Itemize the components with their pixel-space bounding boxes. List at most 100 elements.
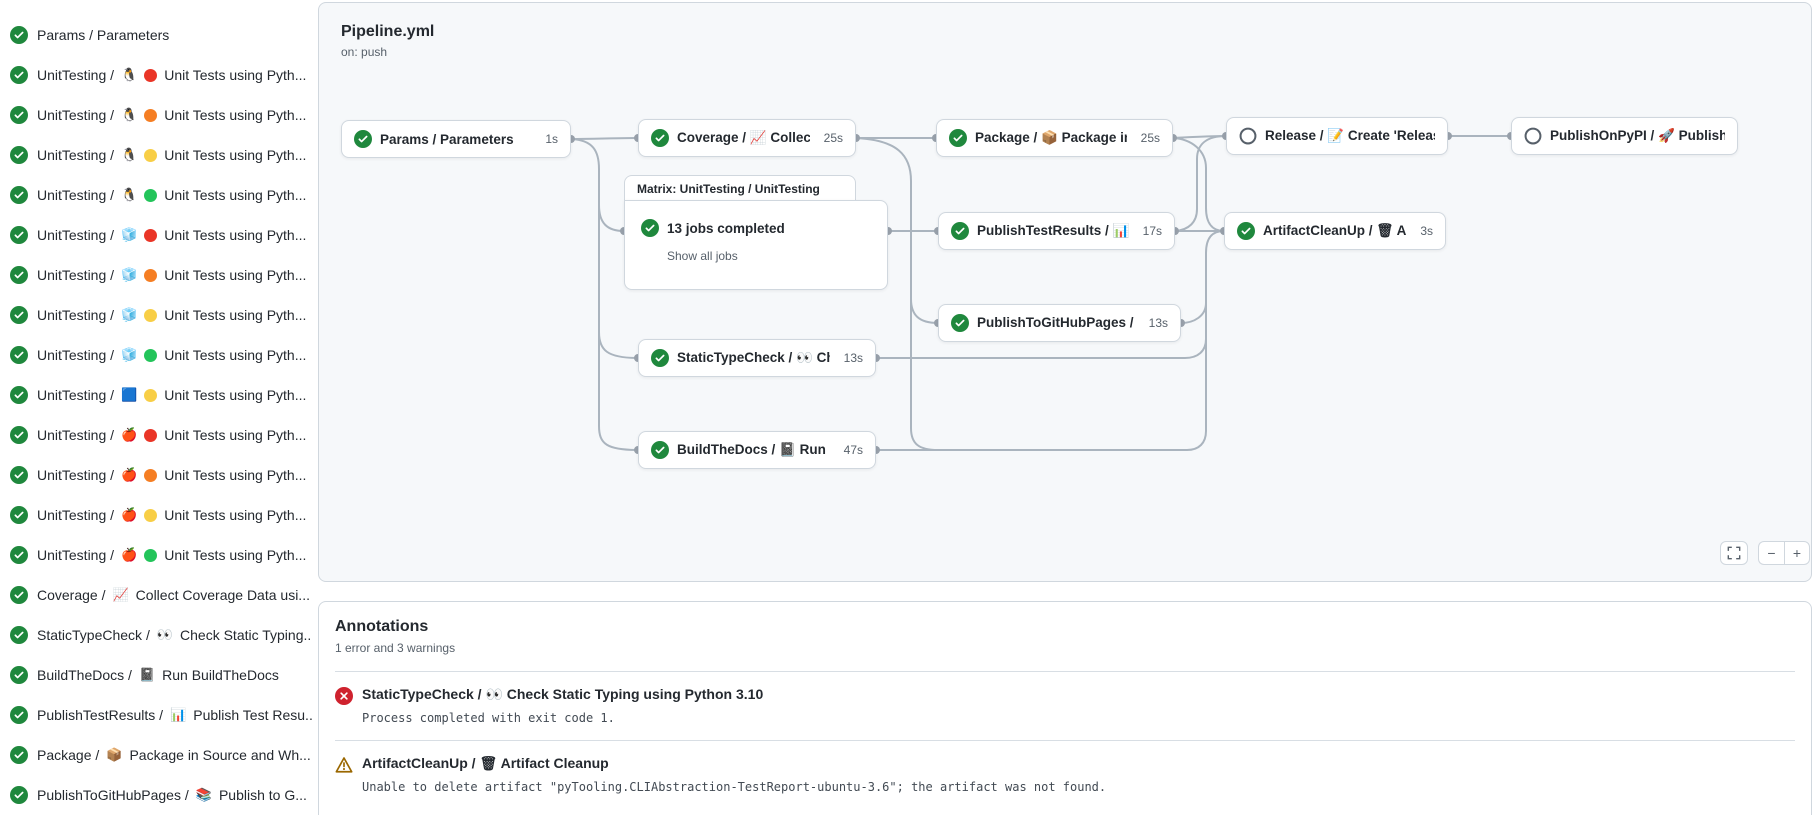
job-list-item[interactable]: UnitTesting /🐧Unit Tests using Pyth... bbox=[0, 135, 318, 175]
job-os-icon: 📚 bbox=[195, 787, 212, 802]
graph-node-artifact-cleanup[interactable]: ArtifactCleanUp / 🗑 Artifac...3s bbox=[1224, 212, 1446, 250]
job-list-item-label: Package /📦Package in Source and Wh... bbox=[37, 747, 311, 763]
python-version-dot-icon bbox=[144, 228, 158, 242]
node-label: PublishTestResults / 📊 Pu... bbox=[977, 223, 1129, 238]
node-label: Release / 📝 Create 'Release P... bbox=[1265, 128, 1435, 143]
graph-node-coverage[interactable]: Coverage / 📈 Collect Cove... 25s bbox=[638, 119, 856, 157]
python-version-dot-icon bbox=[144, 348, 158, 362]
job-list-item-label: Coverage /📈Collect Coverage Data usi... bbox=[37, 587, 310, 603]
check-circle-icon bbox=[10, 106, 28, 124]
annotation-job-link[interactable]: ArtifactCleanUp / 🗑 Artifact Cleanup bbox=[362, 755, 609, 771]
graph-node-release[interactable]: Release / 📝 Create 'Release P... bbox=[1226, 117, 1448, 155]
job-list-item[interactable]: PublishTestResults /📊Publish Test Resu..… bbox=[0, 695, 318, 735]
node-duration: 13s bbox=[1148, 316, 1168, 330]
annotation-row-error: StaticTypeCheck / 👀 Check Static Typing … bbox=[335, 671, 1795, 740]
graph-node-publish-test-results[interactable]: PublishTestResults / 📊 Pu...17s bbox=[938, 212, 1175, 250]
job-list-item[interactable]: UnitTesting /🍎Unit Tests using Pyth... bbox=[0, 495, 318, 535]
job-os-icon: 🍎 bbox=[121, 427, 138, 442]
warning-icon bbox=[335, 757, 353, 773]
annotation-message: Unable to delete artifact "pyTooling.CLI… bbox=[362, 780, 1107, 794]
job-os-icon: 🍎 bbox=[121, 547, 138, 562]
job-list-item[interactable]: Coverage /📈Collect Coverage Data usi... bbox=[0, 575, 318, 615]
python-version-dot-icon bbox=[144, 548, 158, 562]
node-label: BuildTheDocs / 📓 Run Buil... bbox=[677, 442, 830, 457]
job-list-item[interactable]: Params / Parameters bbox=[0, 15, 318, 55]
matrix-summary-text: 13 jobs completed bbox=[667, 220, 785, 236]
show-all-jobs-link[interactable]: Show all jobs bbox=[667, 249, 738, 263]
job-list-item-label: UnitTesting /🐧Unit Tests using Pyth... bbox=[37, 187, 307, 203]
workflow-file-title: Pipeline.yml bbox=[341, 23, 435, 40]
node-label: StaticTypeCheck / 👀 Chec... bbox=[677, 350, 830, 365]
job-list-item-label: StaticTypeCheck /👀Check Static Typing... bbox=[37, 627, 312, 643]
graph-node-build-the-docs[interactable]: BuildTheDocs / 📓 Run Buil...47s bbox=[638, 431, 876, 469]
job-list-item-label: UnitTesting /🍎Unit Tests using Pyth... bbox=[37, 547, 307, 563]
job-os-icon: 🍎 bbox=[121, 467, 138, 482]
job-list-item[interactable]: UnitTesting /🧊Unit Tests using Pyth... bbox=[0, 295, 318, 335]
check-circle-icon bbox=[10, 386, 28, 404]
check-circle-icon bbox=[10, 466, 28, 484]
job-list-item[interactable]: UnitTesting /🧊Unit Tests using Pyth... bbox=[0, 255, 318, 295]
graph-node-publish-on-pypi[interactable]: PublishOnPyPI / 🚀 Publish to ... bbox=[1511, 117, 1738, 155]
node-duration: 13s bbox=[843, 351, 863, 365]
check-circle-icon bbox=[10, 306, 28, 324]
graph-edges bbox=[567, 132, 1515, 454]
python-version-dot-icon bbox=[144, 508, 158, 522]
job-os-icon: 🐧 bbox=[121, 187, 138, 202]
python-version-dot-icon bbox=[144, 108, 158, 122]
job-list-item-label: UnitTesting /🧊Unit Tests using Pyth... bbox=[37, 307, 307, 323]
job-list-item[interactable]: StaticTypeCheck /👀Check Static Typing... bbox=[0, 615, 318, 655]
python-version-dot-icon bbox=[144, 148, 158, 162]
job-list-item[interactable]: Package /📦Package in Source and Wh... bbox=[0, 735, 318, 775]
job-list-item[interactable]: UnitTesting /🧊Unit Tests using Pyth... bbox=[0, 215, 318, 255]
job-list-item[interactable]: UnitTesting /🐧Unit Tests using Pyth... bbox=[0, 175, 318, 215]
check-circle-icon bbox=[10, 266, 28, 284]
node-label: PublishToGitHubPages / 📚 ... bbox=[977, 315, 1135, 330]
check-circle-icon bbox=[651, 441, 669, 459]
graph-node-static-type-check[interactable]: StaticTypeCheck / 👀 Chec... 13s bbox=[638, 339, 876, 377]
zoom-in-button[interactable]: + bbox=[1784, 541, 1810, 565]
graph-node-package[interactable]: Package / 📦 Package in So...25s bbox=[936, 119, 1173, 157]
job-os-icon: 📊 bbox=[170, 707, 187, 722]
node-label: Params / Parameters bbox=[380, 131, 514, 147]
node-label: PublishOnPyPI / 🚀 Publish to ... bbox=[1550, 128, 1725, 143]
job-list-item-label: UnitTesting /🍎Unit Tests using Pyth... bbox=[37, 467, 307, 483]
job-list-item[interactable]: UnitTesting /🍎Unit Tests using Pyth... bbox=[0, 455, 318, 495]
check-circle-icon bbox=[10, 506, 28, 524]
check-circle-icon bbox=[10, 346, 28, 364]
job-os-icon: 🧊 bbox=[121, 307, 138, 322]
job-list-item-label: UnitTesting /🐧Unit Tests using Pyth... bbox=[37, 67, 307, 83]
node-duration: 25s bbox=[823, 131, 843, 145]
job-list-item[interactable]: UnitTesting /🍎Unit Tests using Pyth... bbox=[0, 415, 318, 455]
node-label: Package / 📦 Package in So... bbox=[975, 130, 1127, 145]
job-list-item-label: UnitTesting /🧊Unit Tests using Pyth... bbox=[37, 267, 307, 283]
job-list-item[interactable]: PublishToGitHubPages /📚Publish to G... bbox=[0, 775, 318, 815]
job-list-item[interactable]: UnitTesting /🍎Unit Tests using Pyth... bbox=[0, 535, 318, 575]
check-circle-icon bbox=[949, 129, 967, 147]
check-circle-icon bbox=[10, 426, 28, 444]
python-version-dot-icon bbox=[144, 268, 158, 282]
check-circle-icon bbox=[10, 546, 28, 564]
annotation-job-link[interactable]: StaticTypeCheck / 👀 Check Static Typing … bbox=[362, 686, 764, 702]
check-circle-icon bbox=[10, 786, 28, 804]
zoom-out-button[interactable]: − bbox=[1758, 541, 1784, 565]
job-os-icon: 📓 bbox=[138, 667, 156, 682]
job-list-item[interactable]: UnitTesting /🧊Unit Tests using Pyth... bbox=[0, 335, 318, 375]
graph-node-publish-to-github-pages[interactable]: PublishToGitHubPages / 📚 ... 13s bbox=[938, 304, 1181, 342]
job-os-icon: 🍎 bbox=[121, 507, 138, 522]
graph-view-controls: − + bbox=[1720, 541, 1810, 565]
job-list-item[interactable]: UnitTesting /🐧Unit Tests using Pyth... bbox=[0, 95, 318, 135]
error-icon bbox=[335, 687, 353, 705]
node-label: Coverage / 📈 Collect Cove... bbox=[677, 130, 810, 145]
job-list-item[interactable]: UnitTesting /🐧Unit Tests using Pyth... bbox=[0, 55, 318, 95]
matrix-group-card[interactable]: 13 jobs completed Show all jobs bbox=[624, 200, 888, 290]
job-os-icon: 🧊 bbox=[121, 267, 138, 282]
annotations-title: Annotations bbox=[335, 618, 429, 635]
check-circle-icon bbox=[10, 66, 28, 84]
job-list-item[interactable]: BuildTheDocs /📓Run BuildTheDocs bbox=[0, 655, 318, 695]
job-list-item[interactable]: UnitTesting /🟦Unit Tests using Pyth... bbox=[0, 375, 318, 415]
fullscreen-button[interactable] bbox=[1720, 541, 1748, 565]
